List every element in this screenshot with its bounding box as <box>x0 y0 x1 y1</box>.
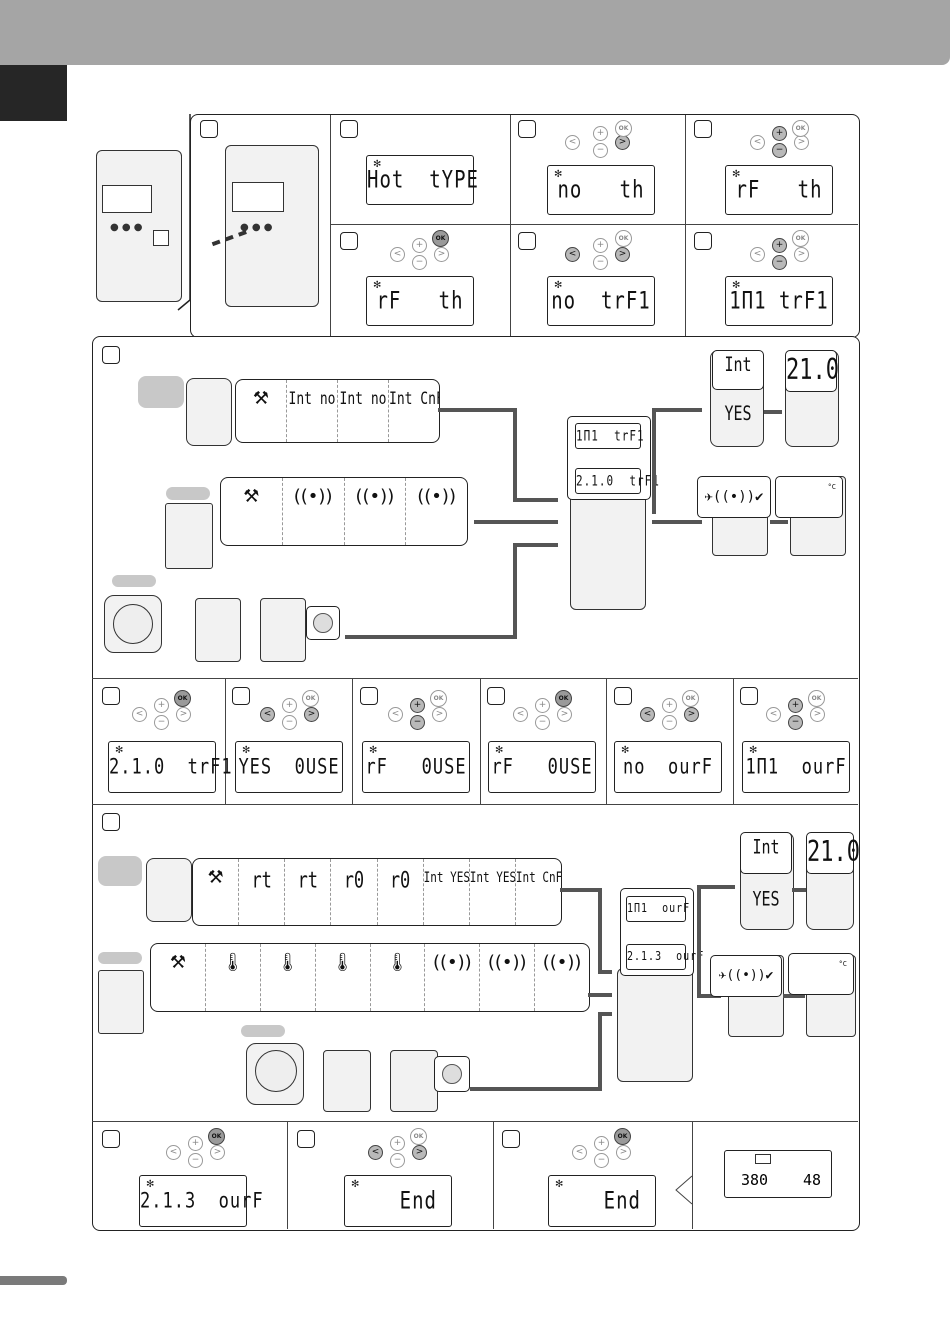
config-strip: ⚒ Int no Int no Int CnF <box>235 379 440 443</box>
step-number-box <box>200 120 218 138</box>
step-number-box <box>102 346 120 364</box>
right-button[interactable]: > <box>615 135 630 150</box>
step-number-box <box>340 120 358 138</box>
wireless-strip: ⚒ ((•)) ((•)) ((•)) <box>220 477 468 546</box>
lcd-display: ✻no th <box>547 165 655 215</box>
section-tab <box>0 65 67 121</box>
wireless-icon: ✈((•))✔ <box>704 489 764 505</box>
thermostat-device <box>186 378 232 446</box>
footer-marker <box>0 1276 67 1285</box>
sun-icon <box>313 613 333 633</box>
final-display: 380 48 <box>724 1150 832 1198</box>
plus-button[interactable]: + <box>772 126 787 141</box>
thermostat-icon: 🌡 <box>221 952 245 973</box>
wireless-thermostat <box>165 503 213 569</box>
header-bar <box>0 0 950 65</box>
button-pad: < + − > OK <box>750 120 814 158</box>
lcd-display: ✻Hot tYPE <box>366 155 478 205</box>
config-strip-2: ⚒ rt rt r0 r0 Int YES Int YES Int CnF <box>192 858 562 926</box>
button-pad: < + − > OK <box>565 120 632 158</box>
controller-device <box>570 490 646 610</box>
minus-button[interactable]: − <box>772 143 787 158</box>
ok-button[interactable]: OK <box>432 230 449 247</box>
tools-icon: ⚒ <box>252 388 270 409</box>
left-button[interactable]: < <box>565 135 580 150</box>
wireless-strip-2: ⚒ 🌡 🌡 🌡 🌡 ((•)) ((•)) ((•)) <box>150 943 590 1012</box>
wireless-icon: ((•)) <box>293 486 333 507</box>
